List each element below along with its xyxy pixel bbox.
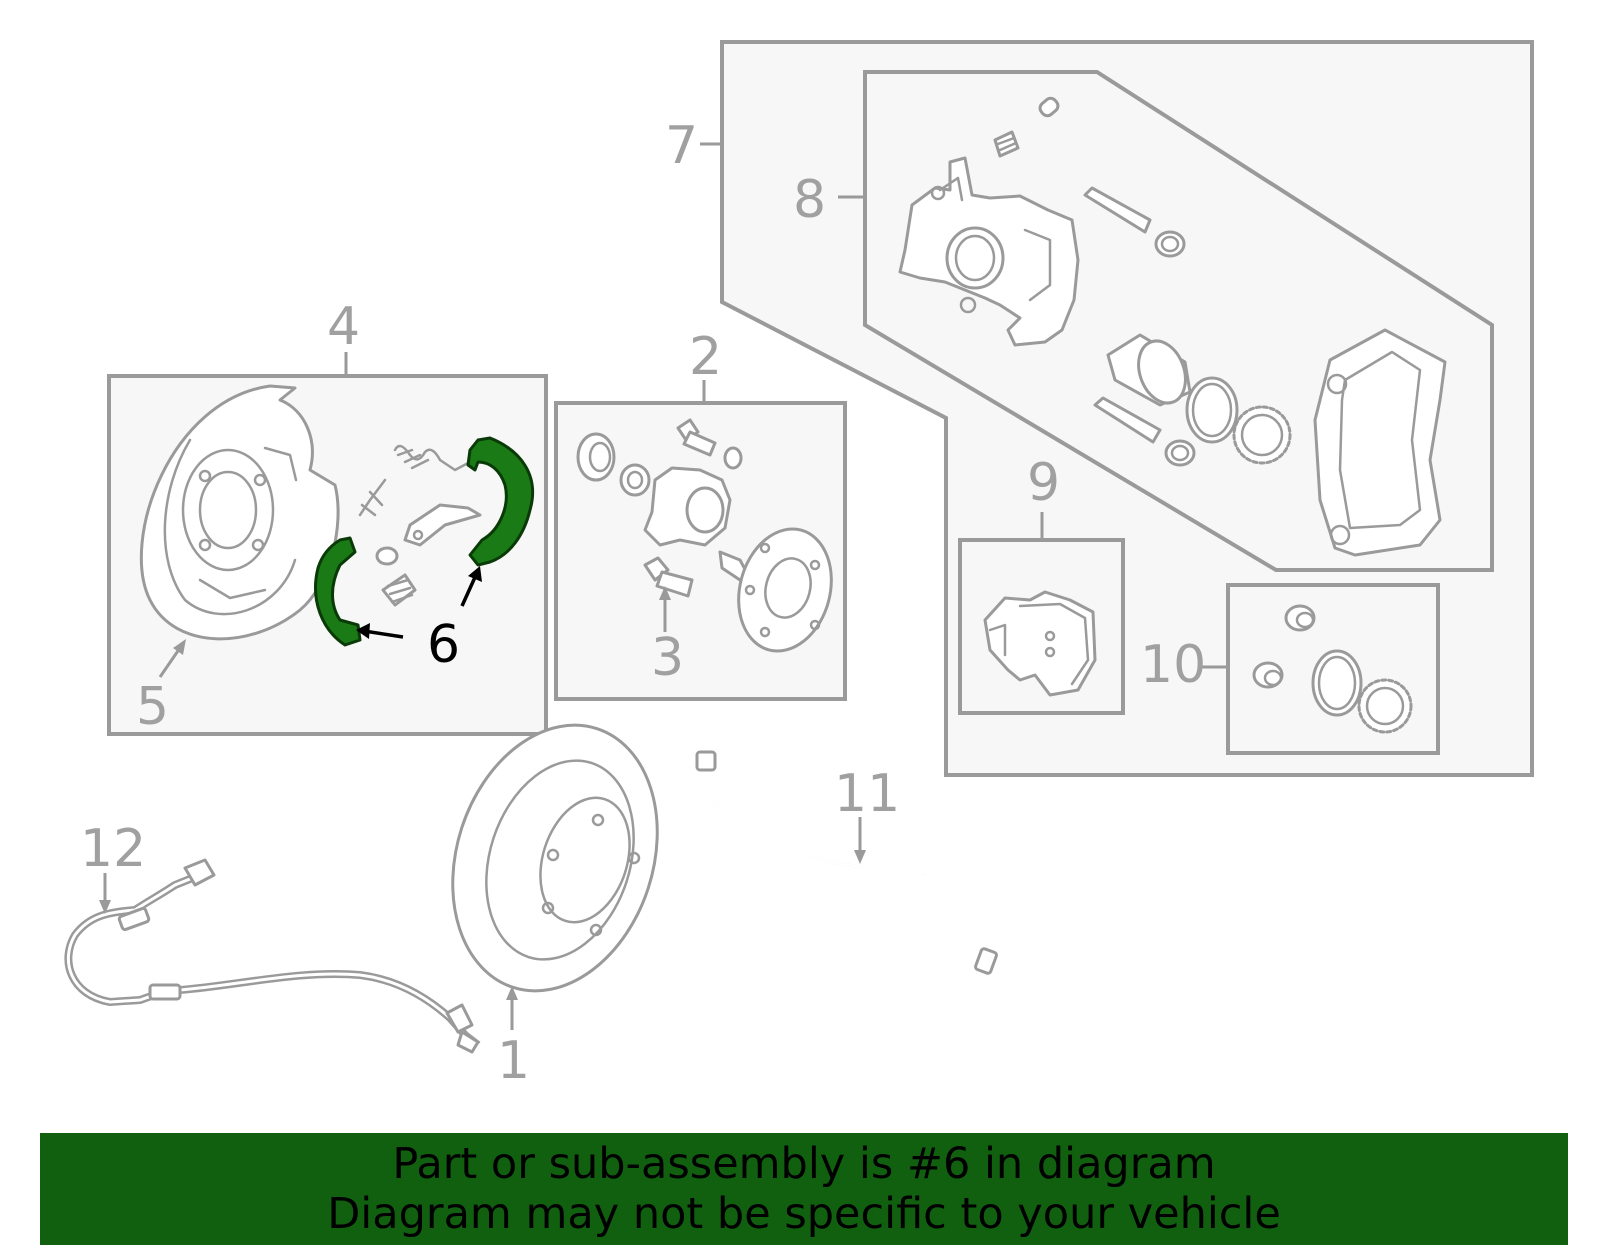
guide-pin-upper	[1083, 186, 1186, 258]
dust-boot	[1232, 405, 1292, 465]
caliper-body	[898, 156, 1080, 347]
parking-brake-shoe-right	[466, 436, 535, 567]
info-banner: Part or sub-assembly is #6 in diagram Di…	[40, 1133, 1568, 1245]
callout-12: 12	[80, 819, 146, 879]
callout-8: 8	[793, 170, 826, 230]
brake-rotor	[451, 723, 659, 993]
hub-assembly	[576, 432, 833, 653]
caliper-piston	[1106, 333, 1192, 407]
banner-line-2: Diagram may not be specific to your vehi…	[327, 1189, 1281, 1239]
piston-seal	[1185, 376, 1239, 444]
callout-2: 2	[689, 327, 722, 387]
shoe-hardware	[358, 444, 482, 607]
leader-lines	[99, 142, 1228, 1030]
callout-11: 11	[834, 764, 900, 824]
callout-1: 1	[497, 1031, 530, 1091]
callout-6: 6	[427, 615, 460, 675]
backing-plate	[140, 384, 340, 641]
abs-sensor	[64, 858, 481, 1054]
seal-kit	[1252, 604, 1413, 734]
callout-10: 10	[1140, 635, 1206, 695]
hub-bolt-upper	[676, 418, 743, 470]
caliper-bracket	[1313, 328, 1447, 557]
brake-hose	[695, 750, 1008, 975]
callout-5: 5	[136, 677, 169, 737]
callout-9: 9	[1027, 453, 1060, 513]
brake-pads	[983, 590, 1097, 697]
callout-3: 3	[651, 628, 684, 688]
parking-brake-shoe-left	[314, 536, 362, 647]
callout-7: 7	[665, 116, 698, 176]
callout-4: 4	[327, 297, 360, 357]
hub-bolt-lower	[643, 556, 694, 598]
banner-line-1: Part or sub-assembly is #6 in diagram	[392, 1139, 1216, 1189]
guide-pin-lower	[1093, 396, 1196, 467]
arrows-to-6	[356, 566, 482, 639]
bleeder-screw	[993, 96, 1060, 158]
